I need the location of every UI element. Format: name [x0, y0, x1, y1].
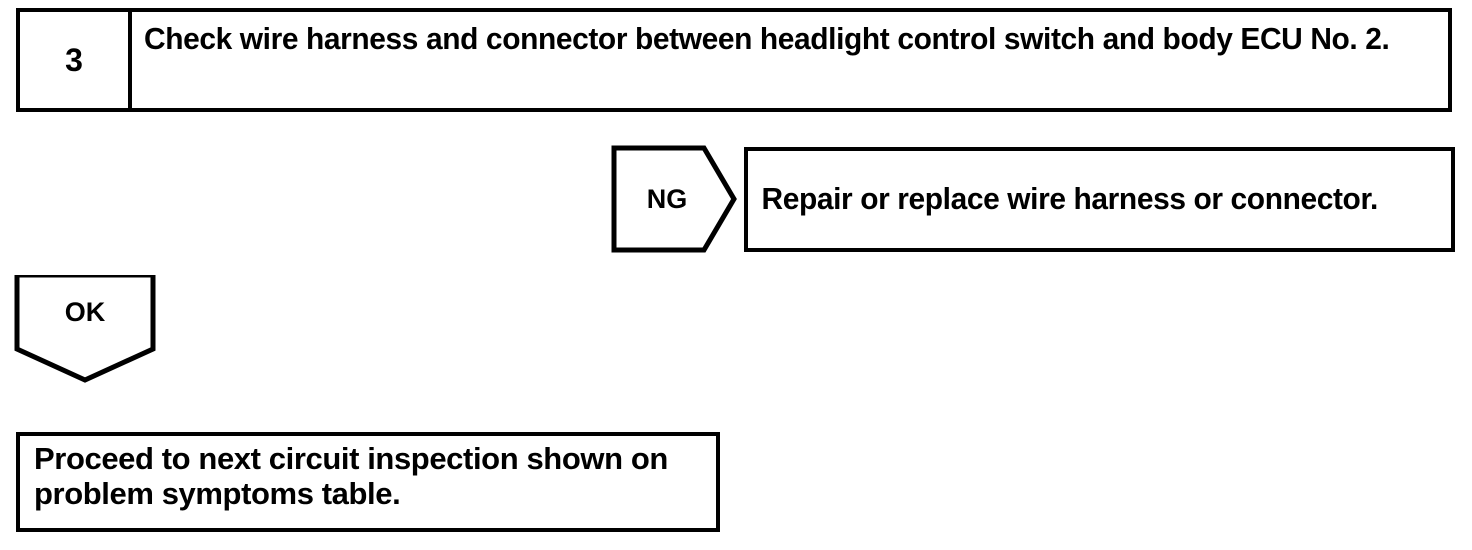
step-number-cell: 3 [20, 12, 132, 108]
ok-result-box: Proceed to next circuit inspection shown… [16, 432, 720, 532]
step-number: 3 [65, 42, 83, 78]
ng-branch-label: NG [646, 183, 688, 214]
step-instruction-text: Check wire harness and connector between… [144, 21, 1390, 56]
ok-pentagon-icon [14, 275, 156, 383]
ng-pentagon-icon [611, 145, 737, 253]
step-instruction-cell: Check wire harness and connector between… [132, 12, 1448, 108]
ng-result-box: Repair or replace wire harness or connec… [744, 147, 1455, 252]
ng-result-text: Repair or replace wire harness or connec… [761, 181, 1379, 217]
step-row: 3 Check wire harness and connector betwe… [16, 8, 1452, 112]
ok-branch-label: OK [64, 296, 106, 327]
ok-result-text: Proceed to next circuit inspection shown… [34, 441, 668, 511]
